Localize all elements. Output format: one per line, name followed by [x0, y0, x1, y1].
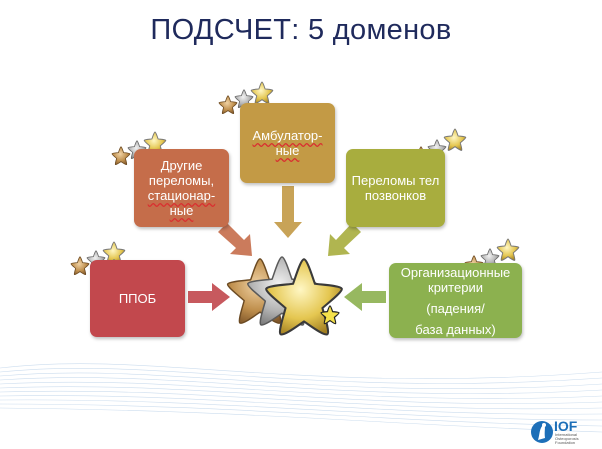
logo-subtitle-line: Osteoporosis — [555, 436, 579, 441]
background-waves — [0, 363, 602, 433]
domain-box-outpatient: Амбулатор- ные — [240, 103, 335, 183]
domain-label-line: база данных) — [415, 321, 496, 337]
domain-box-other-fractures: Другие переломы, стационар- ные — [134, 149, 229, 227]
logo-subtitle-line: Foundation — [555, 440, 576, 445]
domain-box-organizational: Организационные критерии (падения/ база … — [389, 263, 522, 338]
domain-label-line: переломы, — [148, 173, 215, 188]
domain-label-line: Переломы тел — [351, 173, 440, 188]
domain-label-ppob: ППОБ — [118, 291, 157, 306]
domain-label-line: (падения/ — [426, 300, 485, 316]
arrows — [188, 186, 386, 311]
logo-subtitle-line: International — [555, 432, 578, 437]
domain-label-line: ные — [275, 143, 300, 158]
arrow-from-ppob — [188, 283, 230, 311]
domain-box-vertebral-fractures: Переломы тел позвонков — [346, 149, 445, 227]
domain-box-ppob: ППОБ — [90, 260, 185, 337]
arrow-from-amb — [274, 186, 302, 238]
central-stars-icon — [226, 256, 343, 336]
arrow-from-vert — [328, 223, 361, 256]
domain-label-line: критерии — [428, 279, 483, 295]
iof-logo-icon — [531, 421, 553, 443]
domain-label-line: ные — [169, 203, 194, 218]
arrow-from-org — [344, 283, 386, 311]
arrow-from-other — [218, 223, 252, 256]
domain-label-line: позвонков — [364, 188, 427, 203]
domain-label-line: стационар- — [147, 188, 216, 203]
slide-title: ПОДСЧЕТ: 5 доменов — [150, 14, 452, 46]
domain-label-line: Организационные — [400, 264, 511, 280]
logo-subtitle: International Osteoporosis Foundation — [555, 433, 600, 445]
domain-label-line: Другие — [160, 158, 203, 173]
logo-name: IOF — [554, 418, 578, 434]
domain-label-line: Амбулатор- — [252, 128, 323, 143]
